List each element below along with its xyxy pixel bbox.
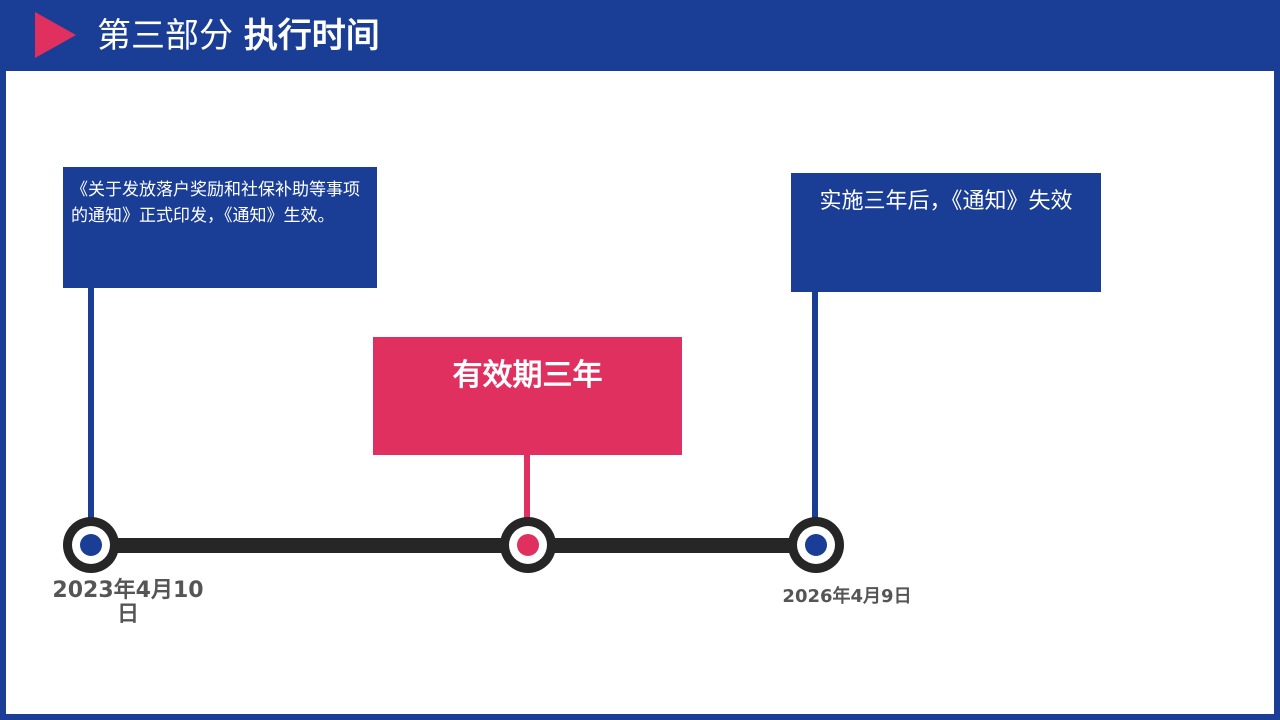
start-dot xyxy=(80,534,102,556)
start-date: 2023年4月10日 xyxy=(52,578,204,627)
title-topic: 执行时间 xyxy=(243,16,380,56)
start-event-box: 《关于发放落户奖励和社保补助等事项的通知》正式印发，《通知》生效。 xyxy=(63,167,377,288)
timeline-bar xyxy=(92,538,817,553)
page-title: 第三部分 执行时间 xyxy=(97,14,380,58)
start-connector xyxy=(88,288,94,538)
end-dot xyxy=(805,534,827,556)
middle-dot xyxy=(517,534,539,556)
end-connector xyxy=(812,292,818,538)
start-ring xyxy=(63,517,119,573)
end-date: 2026年4月9日 xyxy=(782,586,912,607)
triangle-icon xyxy=(35,12,76,58)
title-section: 第三部分 xyxy=(97,16,233,56)
middle-connector xyxy=(524,455,530,540)
validity-box: 有效期三年 xyxy=(373,337,682,455)
end-event-box: 实施三年后，《通知》失效 xyxy=(791,173,1101,292)
